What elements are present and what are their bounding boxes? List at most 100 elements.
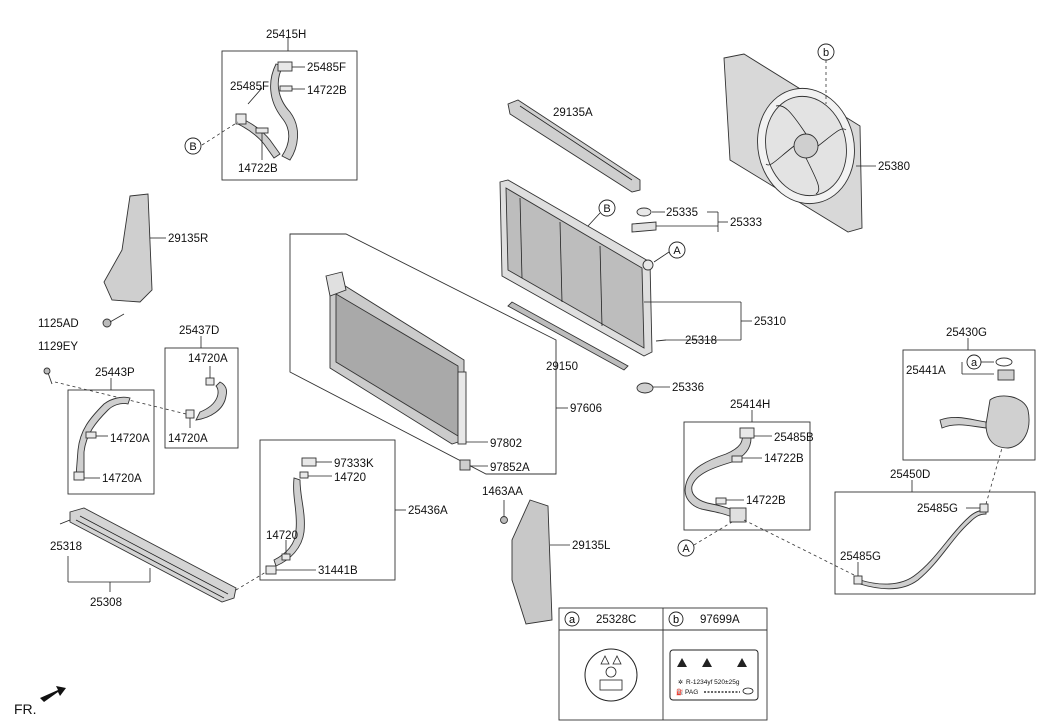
refrigerant-spec-text: R-1234yf 520±25g — [686, 679, 740, 686]
hose-25436a[interactable] — [265, 457, 317, 575]
callout-a-reservoir: a — [966, 354, 982, 370]
label-14722b-c: 14722B — [764, 453, 804, 465]
label-25485g-a: 25485G — [917, 503, 958, 515]
clip-14722b-top — [279, 85, 293, 92]
svg-text:B: B — [603, 203, 610, 215]
svg-text:a: a — [971, 357, 978, 369]
label-25443p: 25443P — [95, 367, 135, 379]
group-box-25450d — [834, 491, 1036, 595]
label-25308: 25308 — [90, 597, 122, 609]
label-29135a: 29135A — [553, 107, 593, 119]
side-guard-29135r[interactable] — [103, 193, 153, 303]
mount-insulator-25336[interactable] — [636, 382, 654, 394]
label-25441a: 25441A — [906, 365, 946, 377]
radiator-25310[interactable] — [499, 179, 654, 357]
bolt-1463aa[interactable] — [500, 516, 508, 524]
hose-25414h[interactable] — [684, 427, 755, 523]
clamp-25485f-top — [277, 61, 293, 72]
fan-shroud-25380[interactable] — [723, 53, 865, 233]
radiator-cap-25335[interactable] — [631, 207, 657, 233]
hose-25443p[interactable] — [73, 396, 131, 481]
label-25318-cooler: 25318 — [50, 541, 82, 553]
svg-text:b: b — [823, 47, 829, 59]
label-14720-a: 14720 — [334, 472, 366, 484]
legend-table: a 25328C b 97699A ✲ R-1234yf 520±25g ⛽ P… — [558, 607, 768, 721]
hose-25450d[interactable] — [853, 503, 989, 590]
label-97852a: 97852A — [490, 462, 530, 474]
callout-b-fan: b — [817, 43, 835, 61]
label-29135r: 29135R — [168, 233, 208, 245]
cap-warning-label-icon — [584, 648, 638, 702]
label-1463aa: 1463AA — [482, 486, 523, 498]
label-14720a-b: 14720A — [168, 433, 208, 445]
label-25414h: 25414H — [730, 399, 770, 411]
seal-strip-29150[interactable] — [507, 301, 629, 371]
label-1125ad: 1125AD — [38, 318, 79, 330]
front-direction-indicator — [40, 686, 66, 702]
refrigerant-label-icon: ✲ R-1234yf 520±25g ⛽ PAG — [669, 649, 759, 701]
label-14720-b: 14720 — [266, 530, 298, 542]
oil-type-text: PAG — [685, 689, 698, 696]
label-25450d: 25450D — [890, 469, 930, 481]
label-25336: 25336 — [672, 382, 704, 394]
oilcan-icon: ⛽ — [676, 688, 684, 696]
callout-a-radiator: A — [668, 241, 686, 259]
drain-plug-25318[interactable] — [655, 339, 667, 342]
brand-logo — [742, 687, 754, 695]
front-label: FR. — [14, 701, 37, 717]
legend-letter-a: a — [569, 614, 576, 626]
front-arrow-icon — [40, 686, 66, 702]
label-14720a-d: 14720A — [102, 473, 142, 485]
upper-hose-25415h[interactable] — [270, 63, 298, 161]
callout-b-upper: B — [184, 137, 202, 155]
label-25335: 25335 — [666, 207, 698, 219]
svg-text:A: A — [682, 543, 690, 555]
label-25485f-b: 25485F — [230, 81, 269, 93]
group-box-97606 — [289, 233, 557, 475]
label-25485f-a: 25485F — [307, 62, 346, 74]
air-guard-29135a[interactable] — [507, 99, 641, 193]
label-14720a-c: 14720A — [110, 433, 150, 445]
label-25380: 25380 — [878, 161, 910, 173]
label-25485g-b: 25485G — [840, 551, 881, 563]
group-box-25430g — [902, 349, 1036, 461]
group-box-25415h — [221, 50, 358, 181]
label-14722b-a: 14722B — [307, 85, 347, 97]
group-box-25437d — [164, 347, 239, 449]
label-25318-radiator: 25318 — [685, 335, 717, 347]
hose-end-25415h — [237, 117, 281, 159]
label-14722b-b: 14722B — [238, 163, 278, 175]
label-97802: 97802 — [490, 438, 522, 450]
legend-part-97699a: 97699A — [700, 614, 740, 626]
label-97333k: 97333K — [334, 458, 374, 470]
callout-a-hose: A — [677, 539, 695, 557]
oil-cooler-25308[interactable] — [69, 507, 237, 603]
cap-seal-ring — [995, 357, 1013, 367]
hose-25437d[interactable] — [185, 377, 227, 421]
legend-letter-b: b — [673, 614, 679, 626]
label-14720a-a: 14720A — [188, 353, 228, 365]
label-25310: 25310 — [754, 316, 786, 328]
label-25485b: 25485B — [774, 432, 814, 444]
label-25415h: 25415H — [266, 29, 306, 41]
reservoir-tank-25430g[interactable] — [939, 369, 1030, 449]
clamp-25485f-left — [235, 113, 247, 125]
label-25333: 25333 — [730, 217, 762, 229]
label-14722b-d: 14722B — [746, 495, 786, 507]
clip-14722b-bottom — [255, 127, 269, 134]
bolt-1125ad[interactable] — [102, 313, 125, 328]
side-guard-29135l[interactable] — [511, 499, 553, 625]
bolt-1129ey[interactable] — [43, 367, 53, 385]
snowflake-icon: ✲ — [678, 679, 683, 686]
svg-text:B: B — [189, 141, 196, 153]
hose-25415h-group — [201, 38, 358, 181]
drier-cap-97852a[interactable] — [459, 459, 471, 471]
reservoir-cap-25441a[interactable] — [997, 369, 1015, 381]
group-box-25414h — [683, 421, 811, 531]
label-29135l: 29135L — [572, 540, 611, 552]
label-29150: 29150 — [546, 361, 578, 373]
label-31441b: 31441B — [318, 565, 358, 577]
condenser-97606[interactable] — [325, 271, 467, 445]
label-25430g: 25430G — [946, 327, 987, 339]
